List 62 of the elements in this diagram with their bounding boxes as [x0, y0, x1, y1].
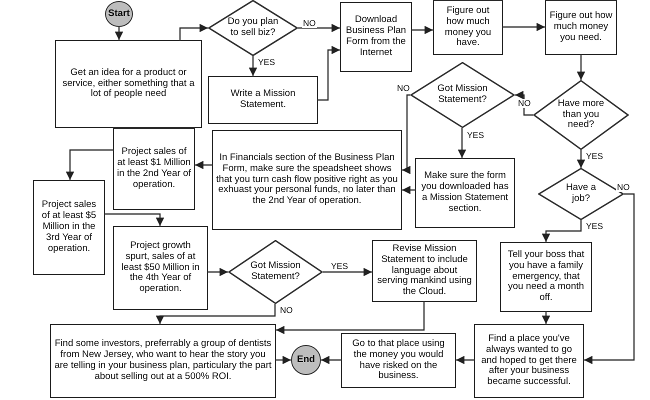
- process-box: Figure out how much money you have.: [433, 0, 503, 55]
- arrow: [114, 27, 124, 40]
- decision-diamond: [410, 62, 515, 128]
- arrow: [208, 268, 228, 276]
- decision-diamond: [533, 80, 629, 150]
- arrow: [458, 128, 466, 158]
- edge-label: YES: [585, 152, 604, 160]
- arrow: [456, 356, 474, 364]
- question-text: Have a job?: [564, 183, 598, 205]
- edge-label: YES: [466, 131, 486, 140]
- question-text: Got Mission Statement?: [436, 84, 489, 106]
- decision-diamond: [208, 0, 298, 56]
- arrow: [576, 55, 586, 80]
- arrow: [195, 160, 212, 170]
- process-box: Project sales of at least $1 Million in the 2nd Year of operation.: [113, 128, 195, 210]
- process-box: Figure out how much money you need.: [545, 0, 617, 55]
- process-box: Project sales of at least $5 Million in the 3rd Year of operation.: [33, 180, 105, 275]
- edge-label: NO: [517, 99, 532, 108]
- edge-label: NO: [302, 19, 317, 28]
- process-box: In Financials section of the Business Plan Form, make sure the speadsheet shows that you turn cash flow positive right as you exhuast your personal funds, no later than the 2nd Year of operation.: [212, 130, 402, 230]
- process-box: Make sure the form you downloaded has a Mission Statement section.: [415, 158, 515, 228]
- process-box: Download Business Plan Form from the Internet: [340, 2, 412, 72]
- question-text: Do you plan to sell biz?: [226, 17, 280, 39]
- process-box: Revise Mission Statement to include language about serving mankind using the Cloud.: [372, 240, 477, 302]
- arrow: [402, 186, 415, 194]
- arrow: [179, 24, 208, 40]
- arrow: [542, 312, 550, 324]
- process-box: Get an idea for a product or service, either something that a lot of people need: [55, 40, 202, 128]
- arrow: [412, 26, 433, 34]
- arrow: [323, 268, 372, 276]
- question-text: Got Mission Statement?: [249, 261, 302, 283]
- arrow: [542, 220, 582, 242]
- arrow: [402, 94, 410, 174]
- arrow: [156, 304, 276, 324]
- arrow: [584, 193, 635, 364]
- arrow: [503, 22, 545, 32]
- process-box: Find some investors, preferrably a group of dentists from New Jersey, who want to hear the story you are telling in your business plan, particulary the part about selling out at a 500% ROI.: [50, 324, 276, 398]
- edge-label: YES: [330, 262, 350, 270]
- arrow: [298, 24, 340, 32]
- edge-label: NO: [279, 306, 294, 314]
- arrow: [248, 56, 258, 76]
- terminal-circle: End: [291, 345, 321, 375]
- question-text: Have more than you need?: [556, 98, 606, 132]
- edge-label: NO: [616, 183, 631, 192]
- process-box: Tell your boss that you have a family emergency, that you need a month off.: [500, 242, 592, 312]
- process-box: Write a Mission Statement.: [208, 76, 318, 124]
- process-box: Find a place you've always wanted to go and hoped to get there after your business became successful.: [474, 324, 584, 398]
- decision-diamond: [228, 240, 323, 304]
- edge-label: YES: [585, 222, 604, 230]
- process-box: Project growth spurt, sales of at least $50 Million in the 4th Year of operation.: [113, 226, 208, 310]
- arrow: [321, 356, 341, 364]
- arrow: [276, 356, 291, 364]
- arrow: [318, 46, 340, 101]
- process-box: Go to that place using the money you would have risked on the business.: [341, 333, 456, 388]
- arrow: [576, 150, 586, 168]
- arrow: [105, 213, 164, 226]
- arrow: [276, 302, 425, 334]
- arrow: [66, 149, 113, 180]
- terminal-circle: Start: [105, 1, 133, 27]
- edge-label: YES: [257, 58, 276, 66]
- arrow: [515, 90, 533, 116]
- edge-label: NO: [396, 84, 411, 92]
